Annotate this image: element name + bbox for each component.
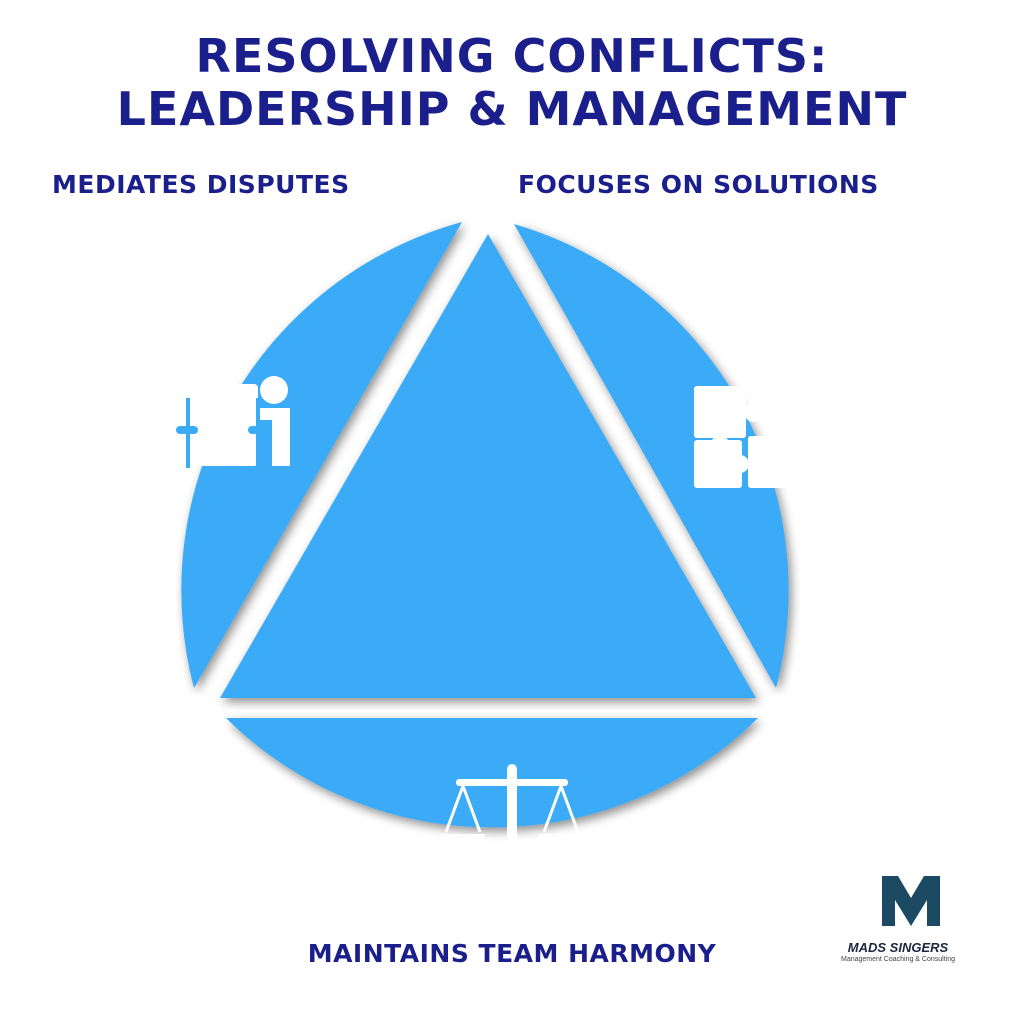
meeting-table-icon-gaps — [176, 398, 270, 468]
page-title-line-2: LEADERSHIP & MANAGEMENT — [116, 82, 908, 136]
label-mediates-disputes: MEDIATES DISPUTES — [52, 170, 350, 199]
brand-block: MADS SINGERS Management Coaching & Consu… — [838, 934, 958, 963]
puzzle-pieces-icon — [694, 360, 822, 488]
meeting-table-icon — [158, 339, 290, 466]
label-maintains-team-harmony: MAINTAINS TEAM HARMONY — [307, 939, 717, 968]
balance-scale-icon — [441, 764, 583, 893]
segment-top-right — [514, 224, 789, 688]
center-triangle — [220, 234, 756, 698]
brand-tagline: Management Coaching & Consulting — [840, 956, 955, 963]
brand-name: MADS SINGERS — [847, 940, 949, 955]
mads-singers-logo-icon — [882, 876, 940, 926]
segment-bottom — [226, 718, 758, 828]
label-focuses-on-solutions: FOCUSES ON SOLUTIONS — [518, 170, 879, 199]
segment-top-left — [181, 222, 462, 688]
page-title-line-1: RESOLVING CONFLICTS: — [195, 29, 829, 83]
